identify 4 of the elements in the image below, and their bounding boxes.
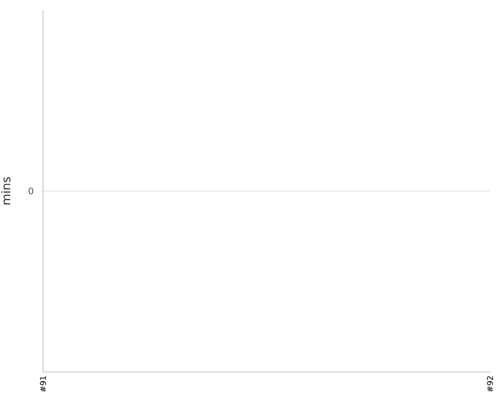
text: mins bbox=[1, 177, 10, 204]
category-label: #91 bbox=[40, 376, 46, 392]
category-label: #92 bbox=[486, 376, 494, 392]
text: 0 bbox=[28, 188, 34, 194]
